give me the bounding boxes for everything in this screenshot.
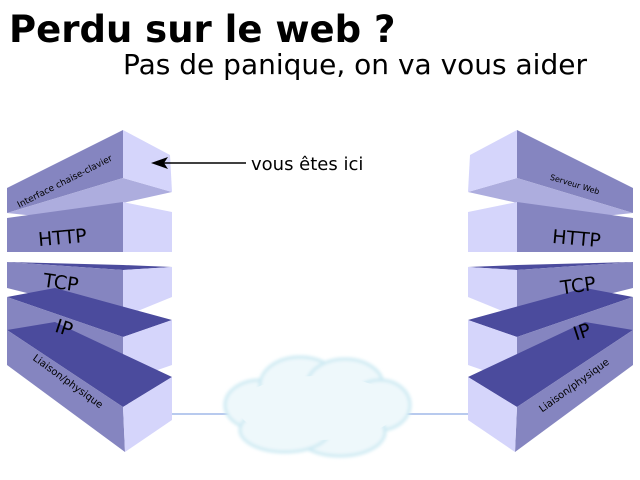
server-layer-http: HTTP <box>551 226 601 252</box>
arrow-icon <box>151 157 246 169</box>
page-subtitle: Pas de panique, on va vous aider <box>123 48 587 81</box>
page-title: Perdu sur le web ? <box>9 8 395 51</box>
client-layer-http: HTTP <box>37 225 87 251</box>
client-layer-tcp: TCP <box>41 270 80 297</box>
client-layer-ip: IP <box>52 315 75 341</box>
server-layer-ip: IP <box>571 319 594 345</box>
server-layer-tcp: TCP <box>558 273 597 300</box>
you-are-here-label: vous êtes ici <box>251 154 363 175</box>
